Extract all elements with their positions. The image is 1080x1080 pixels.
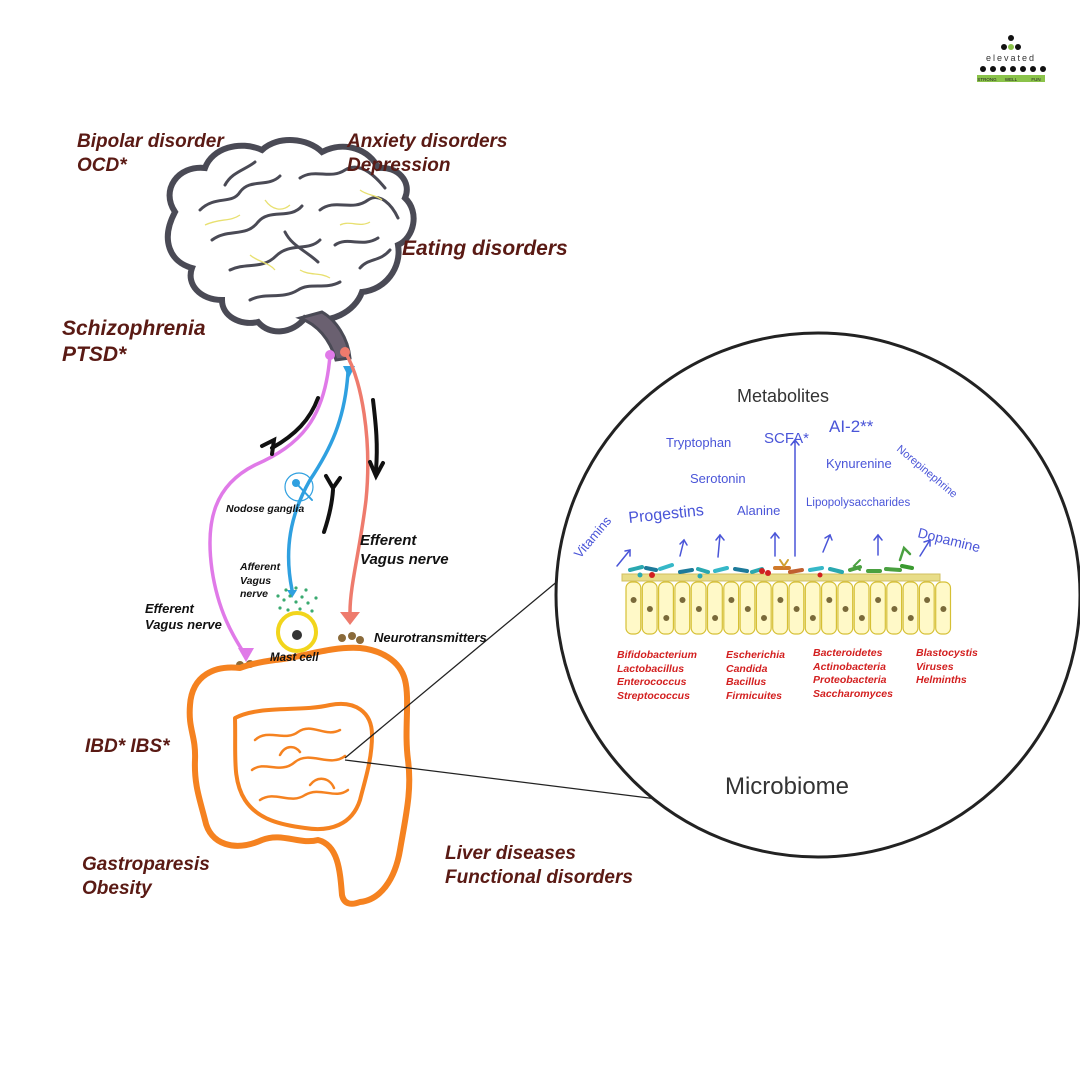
metabolites-title: Metabolites [737,386,829,406]
cell-nucleus [826,597,833,603]
metabolite-lps: Lipopolysaccharides [806,497,910,509]
elevated-logo: elevated STRONG WELL FUN [977,35,1046,82]
label-anxiety-depression: Anxiety disorders Depression [347,131,508,176]
epithelial-cell [657,581,674,635]
epithelial-cell [918,581,935,635]
cell-nucleus [630,597,637,603]
label-gastroparesis-obesity: Gastroparesis Obesity [82,854,210,899]
metabolite-alanine: Alanine [737,503,780,518]
metabolite-tryptophan: Tryptophan [666,435,731,450]
cell-nucleus [679,597,686,603]
logo-word: elevated [986,53,1036,63]
cell-nucleus [907,615,914,621]
afferent-nerve [286,370,350,592]
cell-nucleus [875,597,882,603]
label-afferent-vagus: Afferent Vagus nerve [240,561,281,601]
epithelial-cell [674,581,691,635]
epithelial-cell [706,581,723,635]
metabolite-serotonin: Serotonin [690,471,746,486]
cell-nucleus [695,606,702,612]
logo-tagline-3: FUN [1031,77,1040,82]
cell-nucleus [663,615,670,621]
microbiome-footer: Microbiome [725,773,849,800]
label-bipolar-ocd: Bipolar disorder OCD* [77,131,224,176]
epithelial-cell [772,581,789,635]
cell-nucleus [858,615,865,621]
cell-nucleus [728,597,735,603]
label-ibd-ibs: IBD* IBS* [85,736,170,757]
cell-nucleus [924,597,931,603]
cell-nucleus [940,606,947,612]
epithelial-cell [902,581,919,635]
metabolite-ai2: AI-2** [829,417,874,436]
label-efferent-vagus-left: Efferent Vagus nerve [145,601,222,633]
epithelium-layer [621,573,952,635]
cell-nucleus [793,606,800,612]
cell-nucleus [712,615,719,621]
efferent-right-nerve [343,350,370,614]
metabolite-arrows [616,438,931,567]
nerve-pathways [208,347,370,662]
efferent-left-nerve [208,353,332,658]
cell-nucleus [842,606,849,612]
cell-nucleus [761,615,767,621]
epithelial-cell [820,581,837,635]
label-nodose-ganglia: Nodose ganglia [226,503,305,515]
epithelial-cell [869,581,886,635]
cell-nucleus [646,606,653,612]
label-efferent-vagus-right: Efferent Vagus nerve [360,532,449,568]
microbiome-zoom-circle: Metabolites Tryptophan SCFA* AI-2** Nore… [554,331,1080,859]
zoom-lines [344,574,706,806]
logo-tagline-2: WELL [1005,77,1018,82]
logo-tagline-1: STRONG [977,77,997,82]
cell-nucleus [809,615,816,621]
label-neurotransmitters: Neurotransmitters [374,630,487,645]
label-liver-functional: Liver diseases Functional disorders [445,843,633,888]
epithelial-cell [804,581,821,635]
mast-cell [276,586,318,653]
cell-nucleus [744,606,751,612]
epithelial-cell [723,581,740,635]
label-mast-cell: Mast cell [270,652,319,664]
signal-direction-arrows [260,396,385,534]
cell-nucleus [891,606,898,612]
metabolite-kynurenine: Kynurenine [826,456,892,471]
intestines-illustration [186,644,413,907]
epithelial-cell [625,581,642,635]
metabolite-scfa: SCFA* [764,430,809,447]
label-eating-disorders: Eating disorders [402,237,568,260]
cell-nucleus [777,597,784,603]
brain-illustration [164,137,417,362]
epithelial-cell [755,581,772,635]
bacteria-cluster [628,545,914,579]
epithelial-cell [853,581,870,635]
label-schizophrenia-ptsd: Schizophrenia PTSD* [62,317,206,367]
